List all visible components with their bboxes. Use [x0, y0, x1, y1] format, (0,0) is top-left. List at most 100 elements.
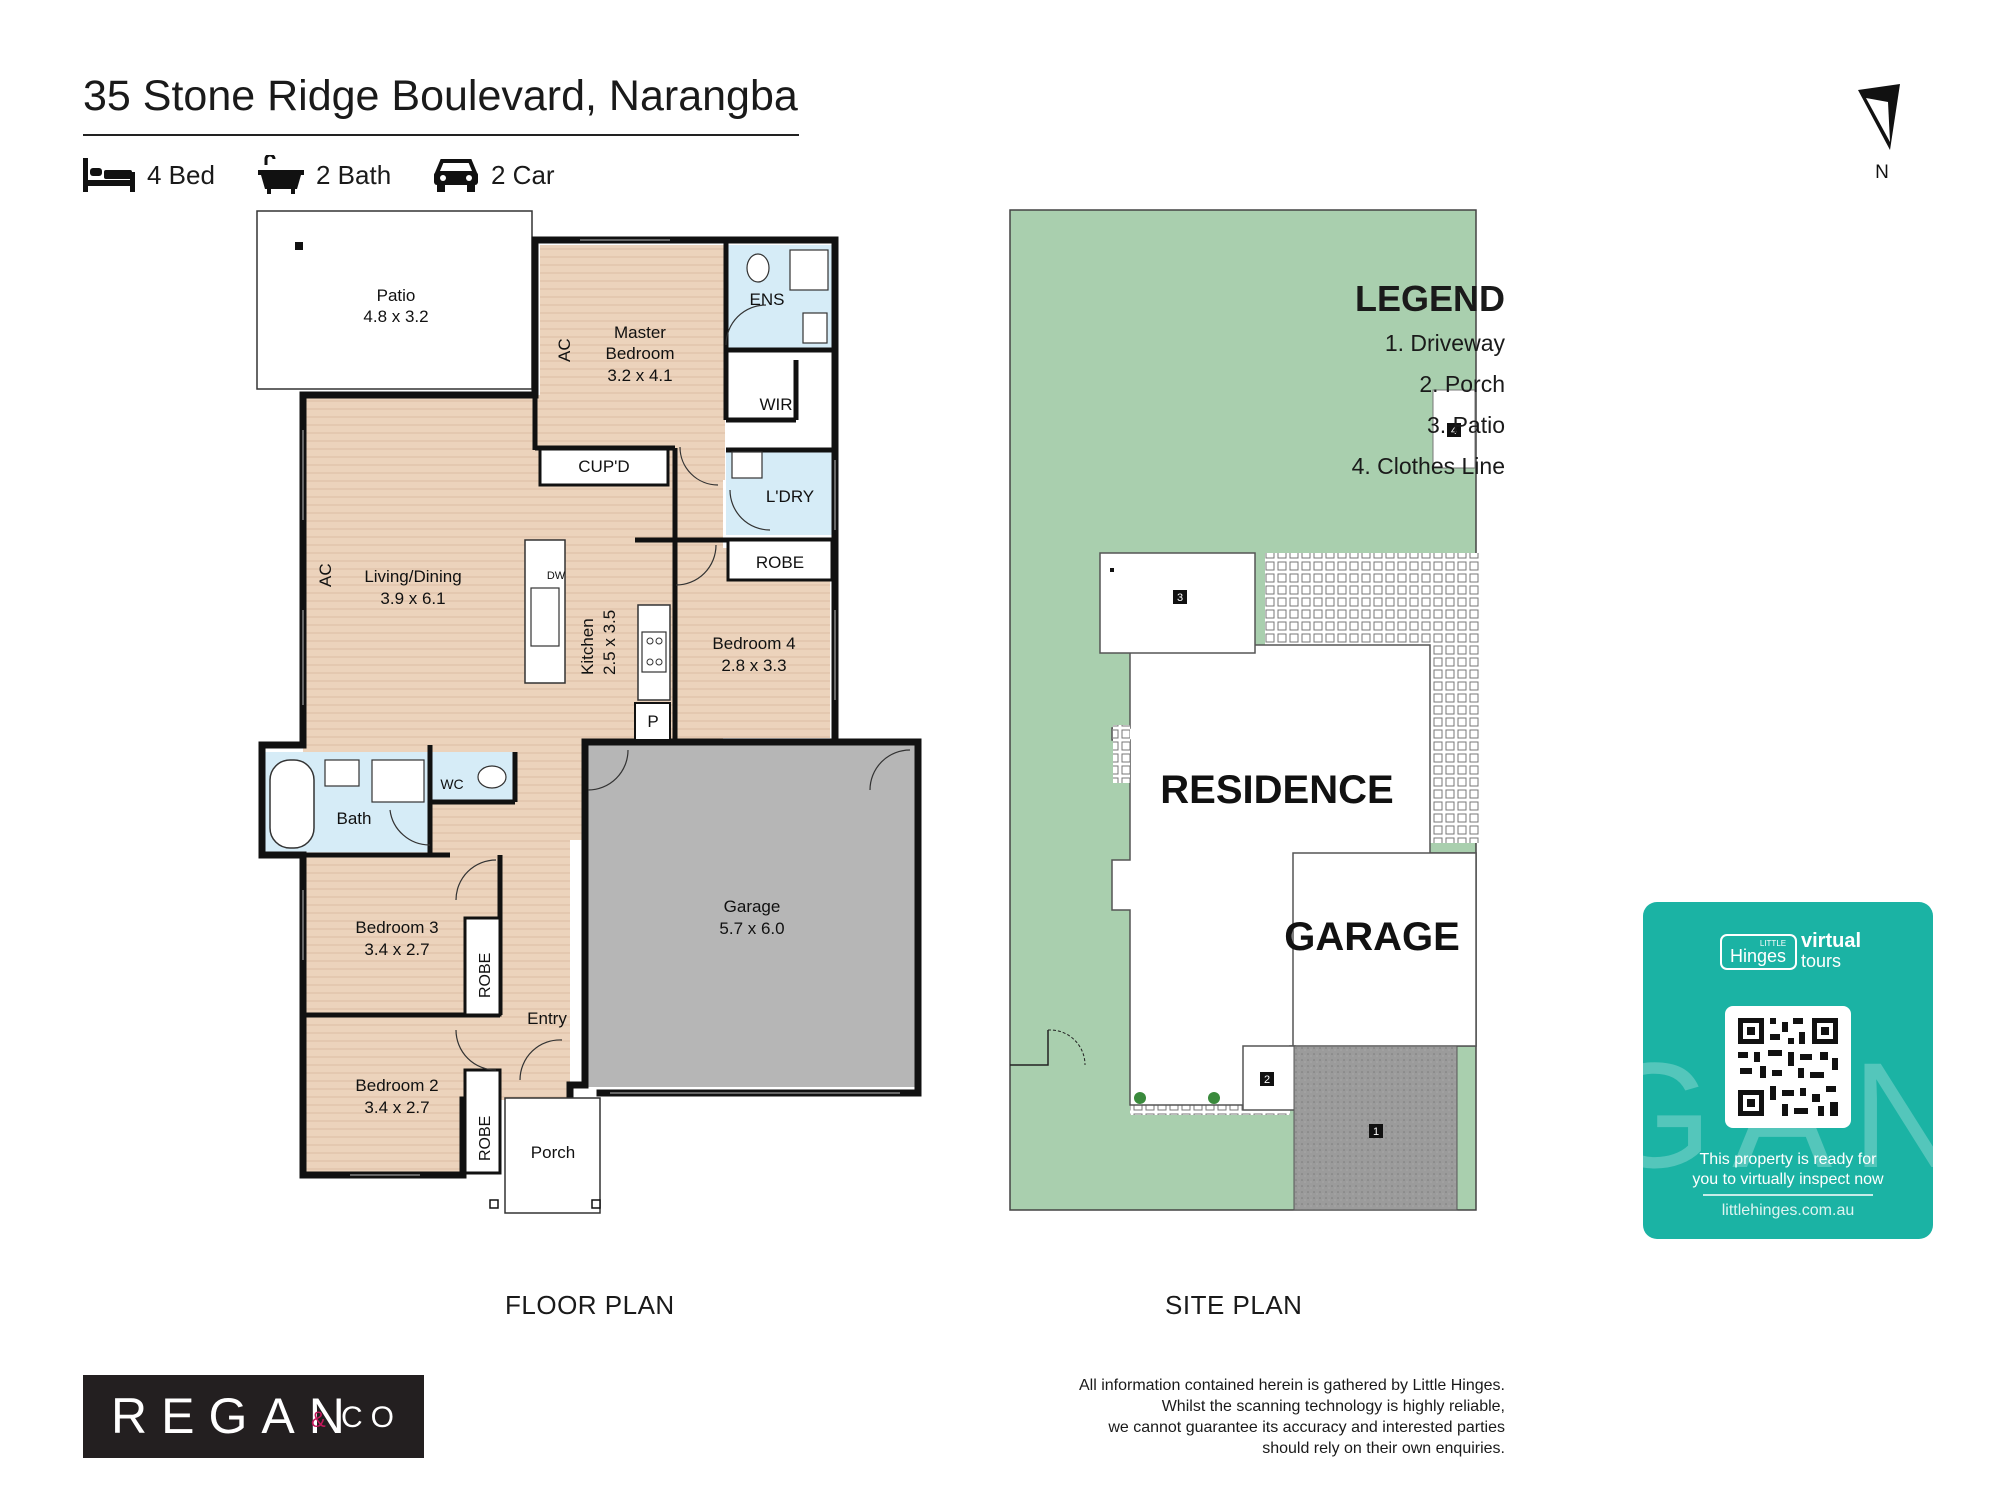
north-label: N [1875, 162, 1889, 183]
sink-icon [530, 587, 560, 647]
agency-ampersand: & [311, 1407, 326, 1432]
tour-line-1: This property is ready for [1700, 1151, 1878, 1168]
tour-url[interactable]: littlehinges.com.au [1722, 1202, 1855, 1219]
toilet-icon [477, 765, 507, 789]
garage-label: Garage [724, 897, 781, 916]
ensuite-shower-icon [789, 249, 829, 291]
agency-co: CO [341, 1401, 402, 1434]
robe-bedroom2 [463, 1068, 502, 1175]
north-arrow-icon: N [1858, 84, 1900, 183]
bed-label: 4 Bed [147, 159, 215, 190]
site-garage-label: GARAGE [1284, 915, 1460, 959]
porch-label: Porch [531, 1143, 575, 1162]
bed4-dims: 2.8 x 3.3 [721, 656, 786, 675]
ac-label-master: AC [555, 338, 574, 362]
wir-label: WIR [759, 395, 792, 414]
garage-floor [585, 742, 915, 1087]
page-title: 35 Stone Ridge Boulevard, Narangba [83, 72, 798, 120]
windows [302, 239, 900, 1176]
legend-title: LEGEND [1354, 278, 1505, 319]
bed-count: 4 Bed [83, 155, 215, 195]
brand-virtual: virtual [1801, 930, 1861, 952]
clothes-line [1432, 389, 1476, 469]
floor-plan: Patio 4.8 x 3.2 Master Bedroom 3.2 x 4.1… [256, 210, 922, 1214]
laundry-tub-icon [731, 451, 763, 479]
garage-dims: 5.7 x 6.0 [719, 919, 784, 938]
wc-label: WC [440, 776, 463, 792]
disclaimer: All information contained herein is gath… [985, 1375, 1505, 1459]
legend-item-driveway: 1. Driveway [1384, 330, 1505, 356]
ac-label-living: AC [316, 563, 335, 587]
marker-4-box [1447, 423, 1461, 437]
cupd-label: CUP'D [578, 457, 629, 476]
cooktop-icon [641, 631, 667, 673]
pantry [634, 702, 671, 741]
ensuite-vanity-icon [802, 312, 828, 344]
disclaimer-line: All information contained herein is gath… [1078, 1377, 1505, 1394]
little-hinges-logo [1720, 934, 1797, 970]
disclaimer-line: we cannot guarantee its accuracy and int… [1108, 1419, 1505, 1436]
brand-tours: tours [1801, 951, 1841, 971]
title-underline [83, 134, 799, 136]
disclaimer-line: Whilst the scanning technology is highly… [1161, 1398, 1505, 1415]
agency-name: REGAN [111, 1388, 359, 1444]
bedroom3-floor [303, 857, 463, 1015]
living-dims: 3.9 x 6.1 [380, 589, 445, 608]
door-swings [389, 304, 911, 1081]
shower-icon [371, 759, 425, 803]
garage-footprint [1292, 852, 1477, 1047]
brand-small: LITTLE [1760, 939, 1786, 948]
marker-2: 2 [1264, 1074, 1270, 1086]
bath-label: 2 Bath [316, 159, 392, 190]
bedroom2-floor [303, 1015, 463, 1175]
floor-plan-caption: FLOOR PLAN [505, 1290, 675, 1320]
master-dims: 3.2 x 4.1 [607, 366, 672, 385]
bath-icon [258, 155, 304, 194]
tour-line-2: you to virtually inspect now [1692, 1171, 1884, 1188]
disclaimer-line: should rely on their own enquiries. [1262, 1440, 1505, 1457]
marker-1-box [1369, 1124, 1383, 1138]
patio-area [256, 210, 533, 390]
robe-bedroom3 [463, 916, 502, 1017]
site-plan: 4 3 2 1 RESIDENCE GARAGE [1009, 209, 1480, 1211]
car-label: 2 Car [491, 159, 555, 190]
cupboard [538, 447, 670, 487]
master-label-1: Master [614, 323, 666, 342]
ldry-label: L'DRY [766, 487, 814, 506]
virtual-tour-card[interactable]: GAN LITTLE Hinges virtual tours This pro… [1643, 902, 1933, 1239]
site-plan-caption: SITE PLAN [1165, 1290, 1303, 1320]
dw-label: DW [547, 570, 566, 582]
porch-area [504, 1097, 601, 1214]
marker-4: 4 [1451, 425, 1457, 437]
marker-1: 1 [1373, 1126, 1379, 1138]
bed4-label: Bedroom 4 [712, 634, 795, 653]
patio-label: Patio [377, 286, 416, 305]
car-count: 2 Car [433, 155, 555, 195]
bath-label-room: Bath [337, 809, 372, 828]
brand-name: Hinges [1730, 946, 1786, 966]
bed2-label: Bedroom 2 [355, 1076, 438, 1095]
legend-item-porch: 2. Porch [1419, 371, 1505, 397]
ensuite-toilet-icon [746, 253, 770, 283]
bed-icon [83, 158, 135, 192]
marker-3-box [1173, 590, 1187, 604]
marker-2-box [1260, 1072, 1274, 1086]
master-label-2: Bedroom [606, 344, 675, 363]
robe-top-label: ROBE [756, 553, 804, 572]
patio-post [295, 242, 303, 250]
robe2-label: ROBE [477, 1116, 494, 1161]
bed2-dims: 3.4 x 2.7 [364, 1098, 429, 1117]
kitchen-dims: 2.5 x 3.5 [600, 610, 619, 675]
ens-label: ENS [750, 290, 785, 309]
bed3-dims: 3.4 x 2.7 [364, 940, 429, 959]
agency-logo: REGAN & CO [83, 1375, 424, 1458]
car-icon [434, 159, 478, 192]
pantry-label: P [647, 712, 658, 731]
robe3-label: ROBE [477, 953, 494, 998]
bath-vanity-icon [324, 759, 360, 787]
kitchen-label: Kitchen [578, 618, 597, 675]
living-label: Living/Dining [364, 567, 461, 586]
bed3-label: Bedroom 3 [355, 918, 438, 937]
marker-3: 3 [1177, 592, 1183, 604]
residence-label: RESIDENCE [1160, 768, 1393, 812]
